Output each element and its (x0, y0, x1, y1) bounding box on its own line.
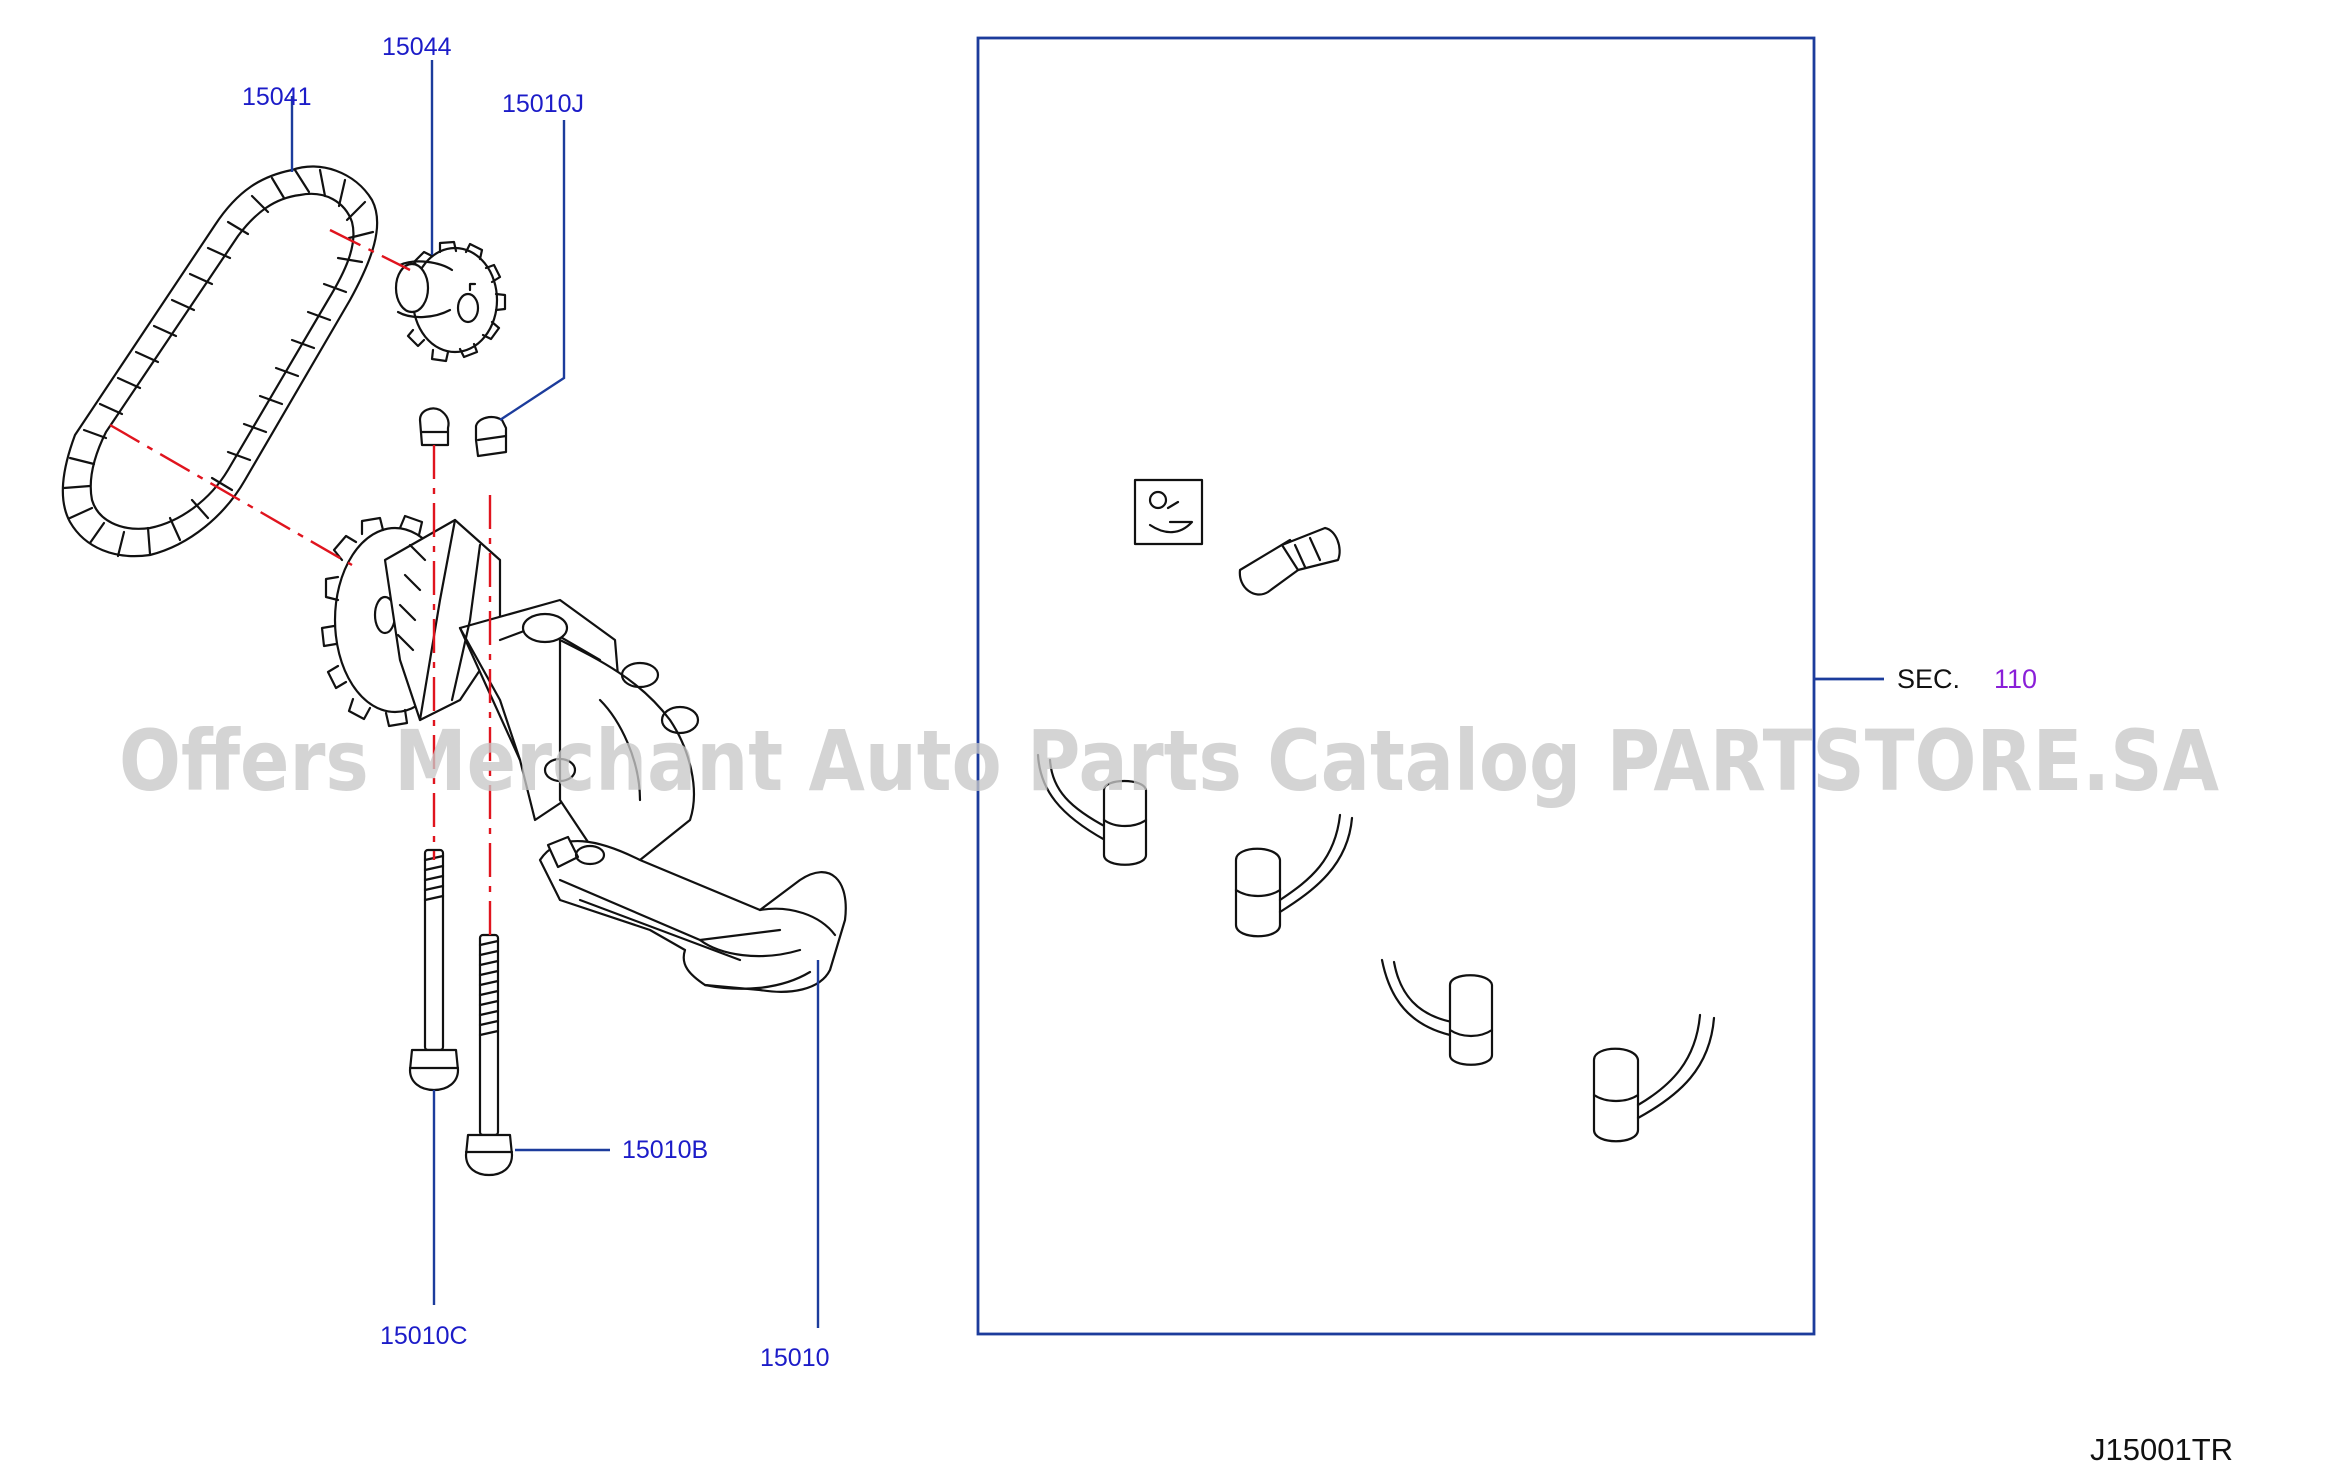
terminal-3[interactable] (1380, 958, 1494, 1066)
terminal-2[interactable] (1234, 813, 1354, 938)
part-label-dowel[interactable]: 15010J (502, 90, 584, 118)
section-reference-frame (976, 36, 1884, 1336)
terminal-4[interactable] (1592, 1013, 1716, 1143)
section-prefix: SEC. (1897, 664, 1960, 694)
section-number[interactable]: 110 (1994, 664, 2037, 694)
part-label-oil-pump[interactable]: 15010 (760, 1344, 830, 1372)
long-bolt[interactable] (408, 848, 460, 1092)
part-label-sprocket[interactable]: 15044 (382, 33, 452, 61)
timing-chain[interactable] (61, 165, 379, 558)
oil-pump-assembly[interactable] (320, 514, 847, 993)
terminal-1[interactable] (1036, 753, 1148, 866)
dowel-pin-left[interactable] (418, 407, 450, 447)
drive-sprocket[interactable] (394, 240, 507, 363)
assembly-center-lines (109, 228, 492, 940)
part-label-long-bolt[interactable]: 15010B (622, 1136, 708, 1164)
short-bolt[interactable] (464, 933, 514, 1177)
oil-pressure-sensor[interactable] (1238, 526, 1341, 596)
oil-pressure-symbol-icon (1133, 478, 1204, 546)
part-label-short-bolt[interactable]: 15010C (380, 1322, 468, 1350)
leader-lines (290, 60, 820, 1328)
watermark-text: Offers Merchant Auto Parts Catalog PARTS… (119, 712, 2219, 810)
diagram-code: J15001TR (2090, 1432, 2233, 1467)
part-label-chain[interactable]: 15041 (242, 83, 312, 111)
dowel-pin-right[interactable] (474, 416, 508, 458)
